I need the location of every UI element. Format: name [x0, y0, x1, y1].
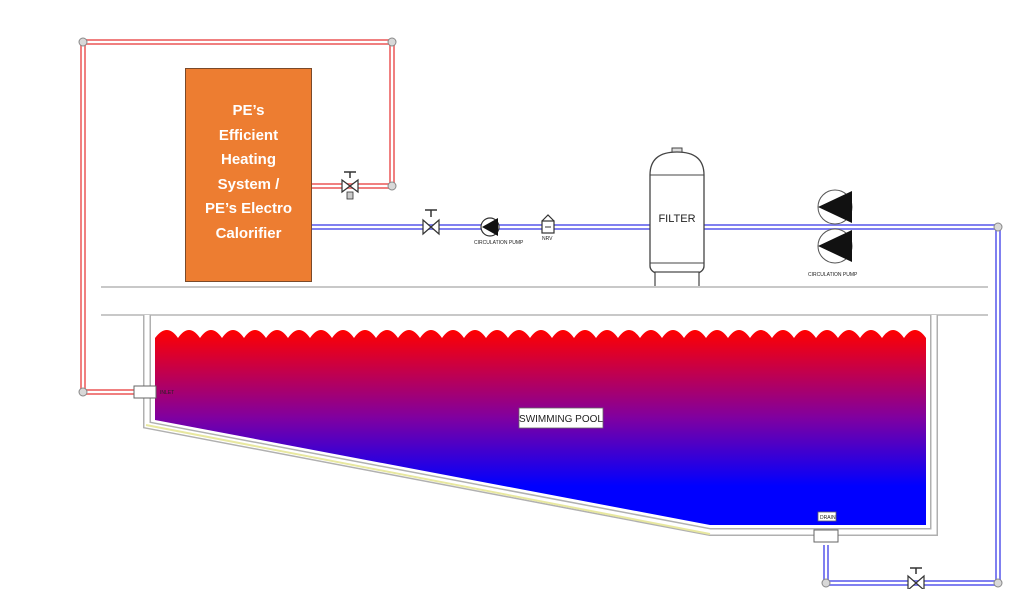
circulation-pump-label: CIRCULATION PUMP	[808, 272, 858, 278]
valve-icon	[422, 209, 440, 236]
heating-system-label: PE’s Efficient Heating System / PE’s Ele…	[190, 99, 308, 246]
non-return-valve-icon	[541, 214, 555, 234]
pool-label-text: SWIMMING POOL	[519, 414, 603, 425]
heater-label-line: PE’s	[232, 102, 265, 119]
filter-label: FILTER	[658, 213, 695, 225]
pool-label: SWIMMING POOL	[518, 407, 604, 429]
heater-label-line: Calorifier	[215, 224, 282, 242]
valve-tag-label: NRV	[542, 236, 553, 242]
valve-icon	[341, 171, 359, 200]
heater-label-line: PE’s Electro	[205, 200, 292, 217]
hot-water-pipe	[78, 37, 397, 397]
heater-label-line: Heating	[220, 151, 276, 168]
filter-tank	[649, 147, 705, 288]
drain-label: DRAIN	[820, 515, 836, 521]
heater-label-line: Efficient	[218, 126, 279, 144]
valve-icon	[907, 567, 925, 589]
inlet-fitting	[133, 385, 157, 399]
heating-system-unit: PE’s Efficient Heating System / PE’s Ele…	[185, 68, 312, 282]
circulation-pump-label: CIRCULATION PUMP	[474, 240, 524, 246]
inlet-label: INLET	[160, 390, 174, 396]
heater-label-line: System /	[217, 175, 280, 193]
cold-water-pipe	[312, 222, 1003, 588]
drain-fitting	[813, 511, 839, 543]
circulation-pump-icon	[480, 217, 500, 237]
circulation-pump-icon	[817, 189, 853, 264]
